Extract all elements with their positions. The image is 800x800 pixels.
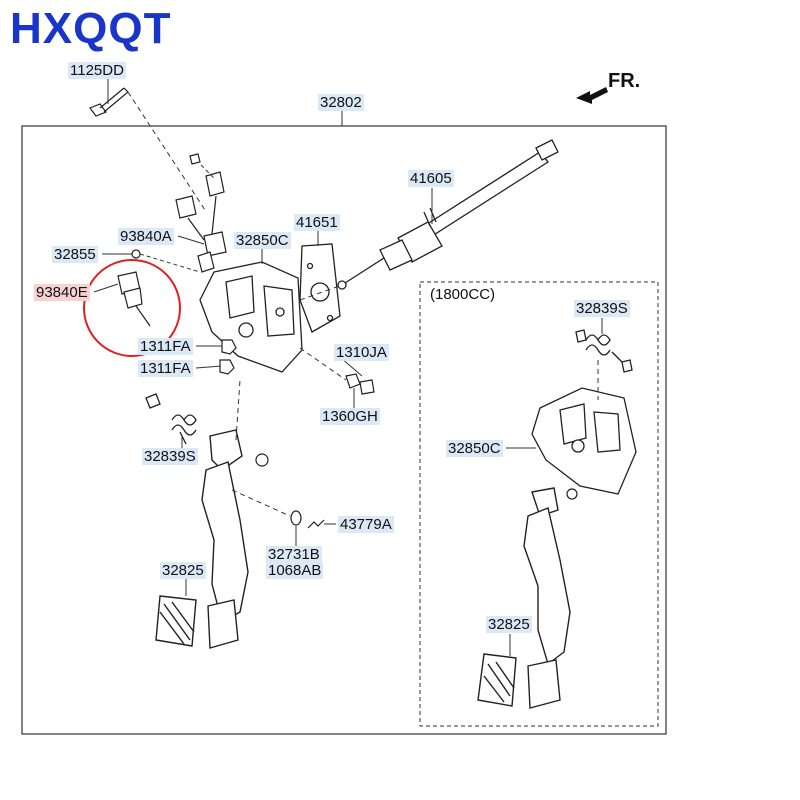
nut-top	[189, 153, 201, 165]
nut-1360gh	[345, 373, 361, 389]
brand-logo: HXQQT	[10, 4, 172, 53]
pin-32855	[131, 249, 141, 259]
label-93840a: 93840A	[118, 228, 174, 245]
dash-pedal-bracket	[235, 379, 241, 441]
dash-93840a	[195, 159, 215, 179]
spring-32839s	[145, 393, 197, 445]
dash-1125dd	[127, 91, 206, 211]
leader-1311fa-2	[195, 365, 223, 369]
variant-title: (1800CC)	[430, 286, 496, 303]
bracket-32850c-variant	[531, 387, 637, 495]
label-1068ab: 1068AB	[266, 562, 324, 579]
switch-93840e	[117, 271, 151, 327]
label-41651: 41651	[294, 214, 340, 231]
label-32850c-variant: 32850C	[446, 440, 503, 457]
label-43779a: 43779A	[338, 516, 394, 533]
label-32731b: 32731B	[266, 546, 322, 563]
label-1125dd: 1125DD	[68, 62, 126, 79]
bushing-32731b	[290, 510, 302, 526]
label-1310ja: 1310JA	[334, 344, 389, 361]
label-32839s-variant: 32839S	[574, 300, 630, 317]
bolt-1125dd	[89, 87, 129, 117]
spring-32839s-variant	[575, 329, 633, 373]
assembly-frame	[21, 125, 667, 735]
nut-1310ja	[359, 379, 375, 395]
pedal-32825	[155, 429, 249, 649]
dash-bushing	[231, 489, 291, 517]
highlight-circle	[83, 259, 181, 357]
label-1311fa-1: 1311FA	[138, 338, 193, 355]
front-arrow-icon	[576, 87, 608, 104]
wire-32855	[139, 253, 201, 273]
label-32855: 32855	[52, 246, 98, 263]
front-direction-label: FR.	[608, 70, 641, 92]
pedal-32825-variant	[477, 487, 571, 709]
leader-93840a	[177, 235, 205, 245]
dash-nuts	[299, 347, 347, 381]
label-41605: 41605	[408, 170, 454, 187]
variant-frame	[419, 281, 659, 727]
nut-1311fa-1	[221, 339, 237, 355]
washer-left	[255, 453, 269, 467]
label-32850c: 32850C	[234, 232, 291, 249]
dash-bracket-rod	[299, 284, 343, 301]
push-rod-41605	[337, 139, 559, 290]
switch-93840a	[175, 171, 227, 273]
clip-43779a	[307, 519, 325, 529]
leader-93840e	[93, 283, 119, 293]
label-93840e: 93840E	[34, 284, 90, 301]
gasket-41651	[299, 243, 341, 333]
nut-1311fa-2	[219, 359, 235, 375]
washer-variant	[566, 488, 578, 500]
label-32825: 32825	[160, 562, 206, 579]
label-32802: 32802	[318, 94, 364, 111]
bracket-32850c	[199, 261, 303, 373]
label-32825-variant: 32825	[486, 616, 532, 633]
label-1360gh: 1360GH	[320, 408, 380, 425]
label-1311fa-2: 1311FA	[138, 360, 193, 377]
label-32839s: 32839S	[142, 448, 198, 465]
